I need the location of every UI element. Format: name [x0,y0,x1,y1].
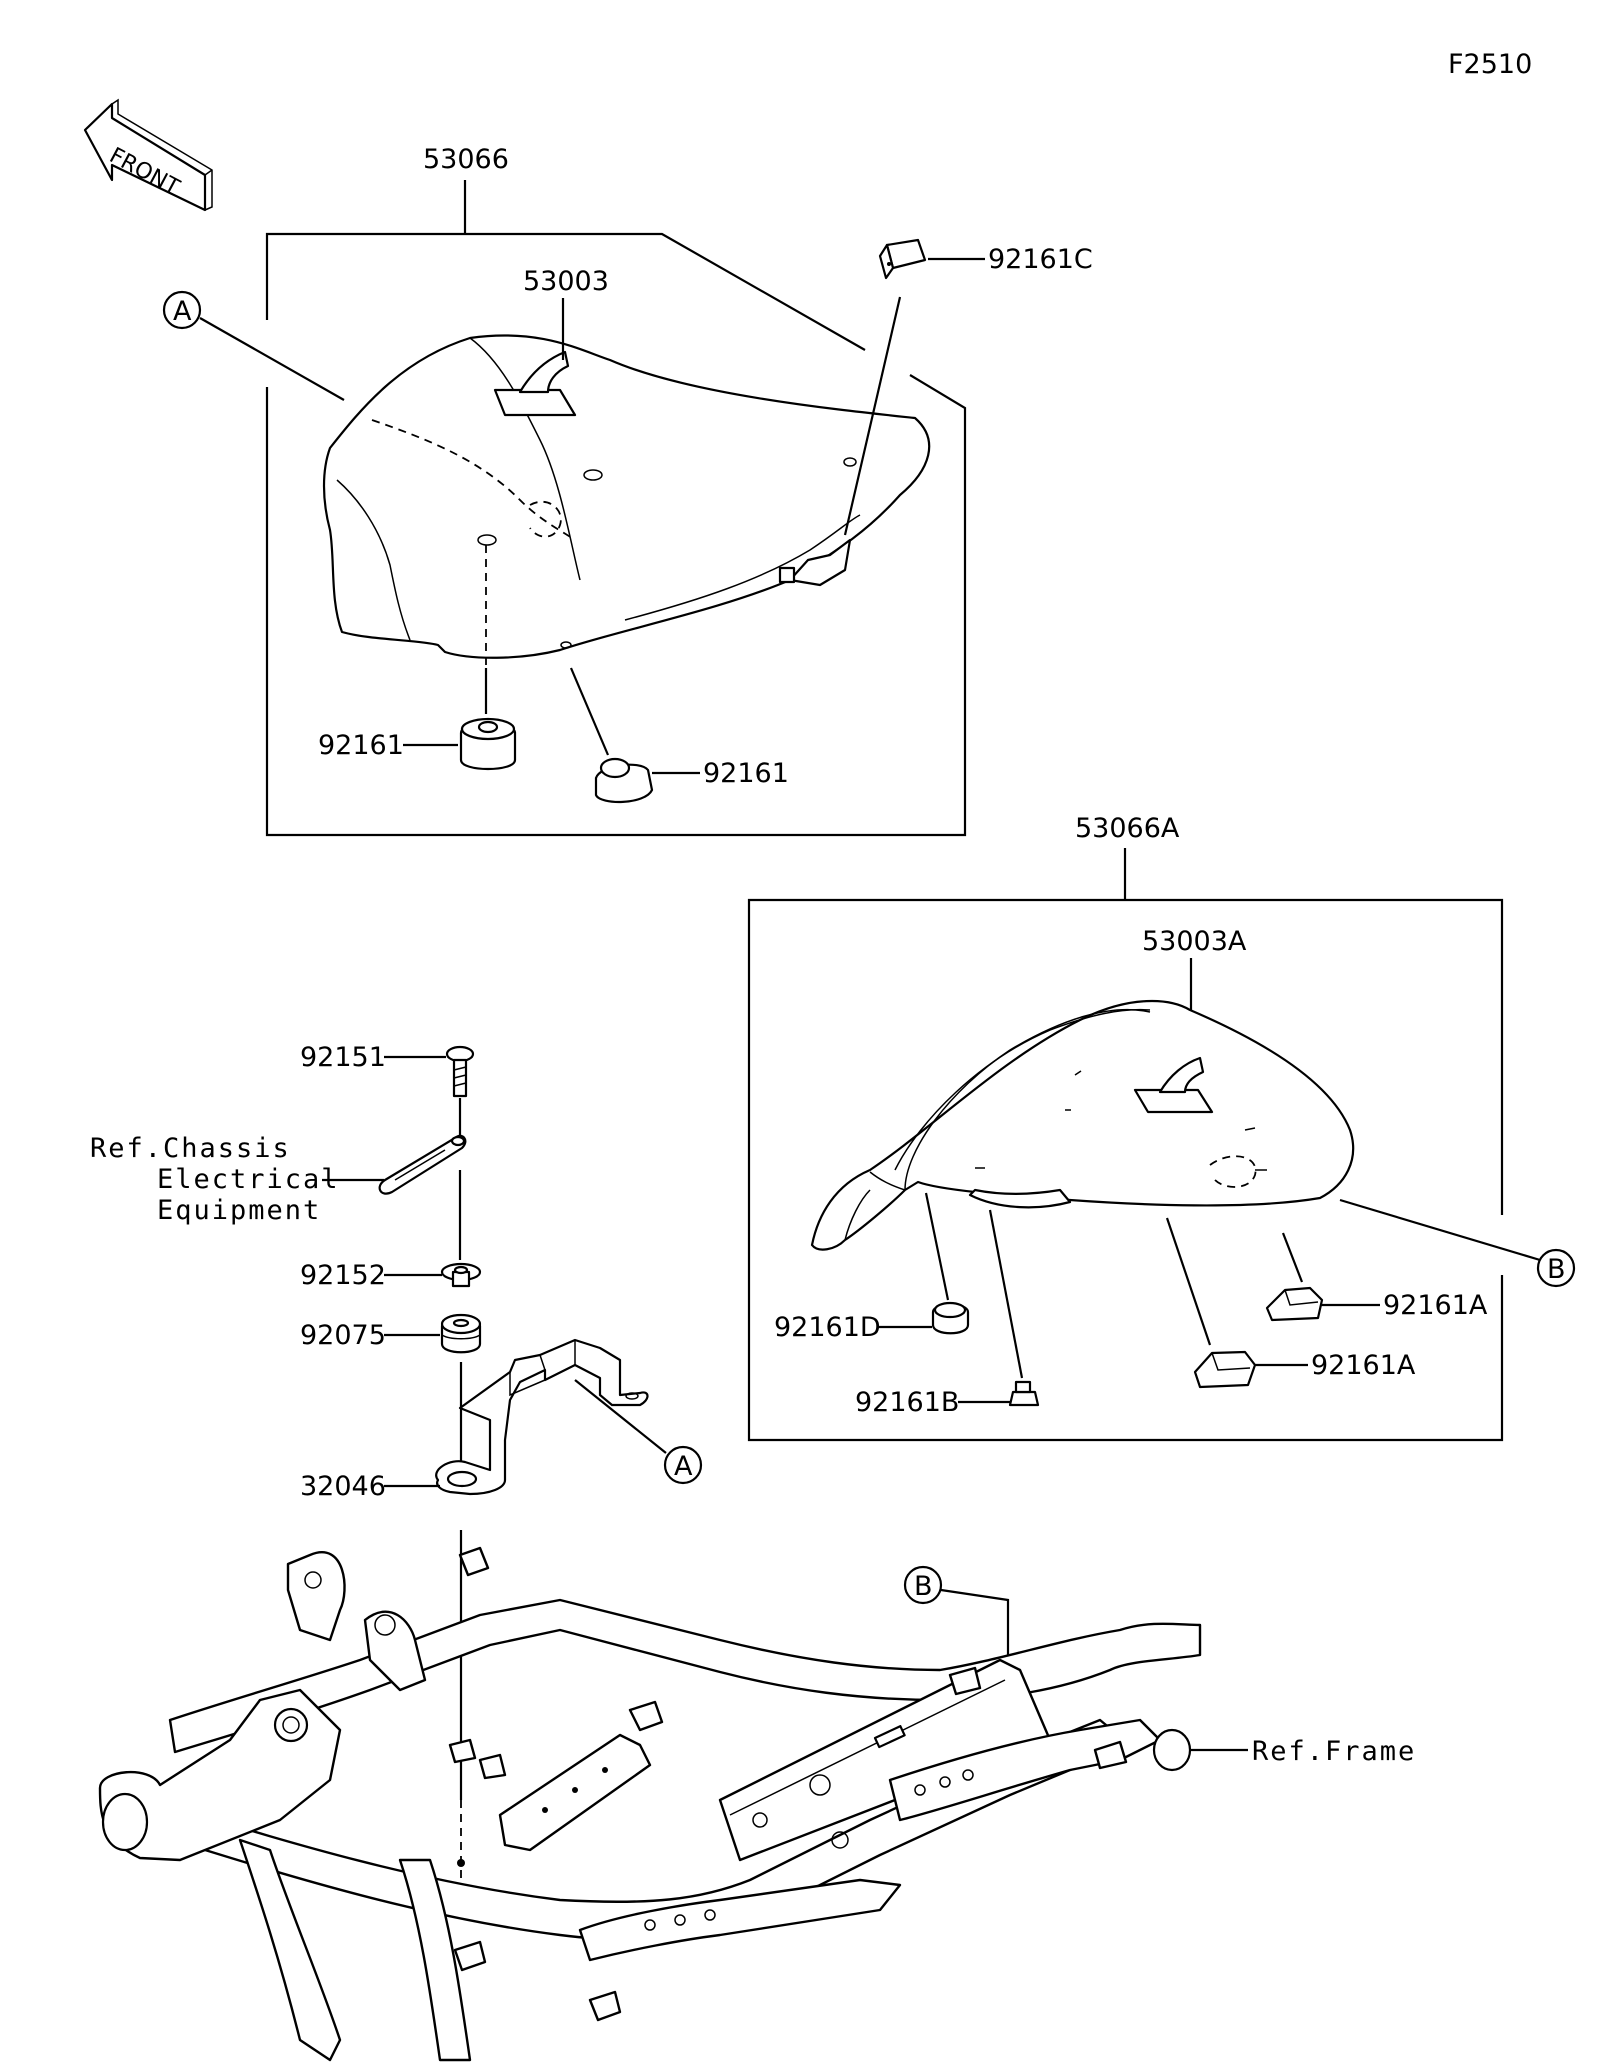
label-32046: 32046 [300,1471,386,1502]
rear-seat [810,999,1355,1251]
bracket-stack-group: 92151 Ref.Chassis Electrical Equipment 9… [90,1042,703,1880]
label-92075: 92075 [300,1320,386,1351]
label-92161b: 92161B [855,1387,959,1418]
ref-frame: Ref.Frame [1252,1736,1416,1767]
main-seat [322,334,931,659]
callout-a-circle [162,290,202,330]
rubber-92161a-lower [1193,1350,1257,1389]
main-seat-group: 53066 A 53003 92161 [162,144,1093,837]
damper-92075 [440,1313,482,1354]
rubber-92161a-upper [1265,1286,1324,1322]
callout-b-rear: B [1547,1254,1566,1285]
motorcycle-frame: B [98,1546,1416,2062]
label-92161c: 92161C [988,244,1093,275]
rear-seat-group: 53066A 53003A B 92161A [747,813,1576,1442]
label-92161-right: 92161 [703,758,789,789]
ref-chassis-line2: Electrical [157,1164,340,1195]
front-arrow-icon: FRONT [83,98,213,212]
callout-b-frame: B [914,1571,933,1602]
label-92151: 92151 [300,1042,386,1073]
callout-b-circle [1536,1248,1576,1288]
bolt-92151 [445,1045,475,1098]
callout-a-bracket: A [674,1451,693,1482]
label-92161d: 92161D [774,1312,881,1343]
collar-92152 [440,1262,482,1288]
label-92161a-lower: 92161A [1311,1350,1416,1381]
rubber-92161-right [594,757,654,804]
main-seat-cover-number: 53003 [523,266,609,297]
callout-a-main: A [173,296,192,327]
rear-seat-cover-number: 53003A [1142,926,1247,957]
ref-chassis-line1: Ref.Chassis [90,1133,291,1164]
rubber-92161d [931,1301,970,1335]
rear-seat-assembly-number: 53066A [1075,813,1180,844]
rubber-92161c [878,238,927,280]
label-92152: 92152 [300,1260,386,1291]
ref-chassis-line3: Equipment [157,1195,321,1226]
figure-id: F2510 [1448,49,1532,80]
rubber-92161-left [459,717,517,770]
bracket-32046 [435,1338,649,1496]
rubber-92161b [1008,1380,1040,1407]
chassis-strap [378,1134,467,1195]
label-92161-left: 92161 [318,730,404,761]
label-92161a-upper: 92161A [1383,1290,1488,1321]
main-seat-assembly-number: 53066 [423,144,509,175]
